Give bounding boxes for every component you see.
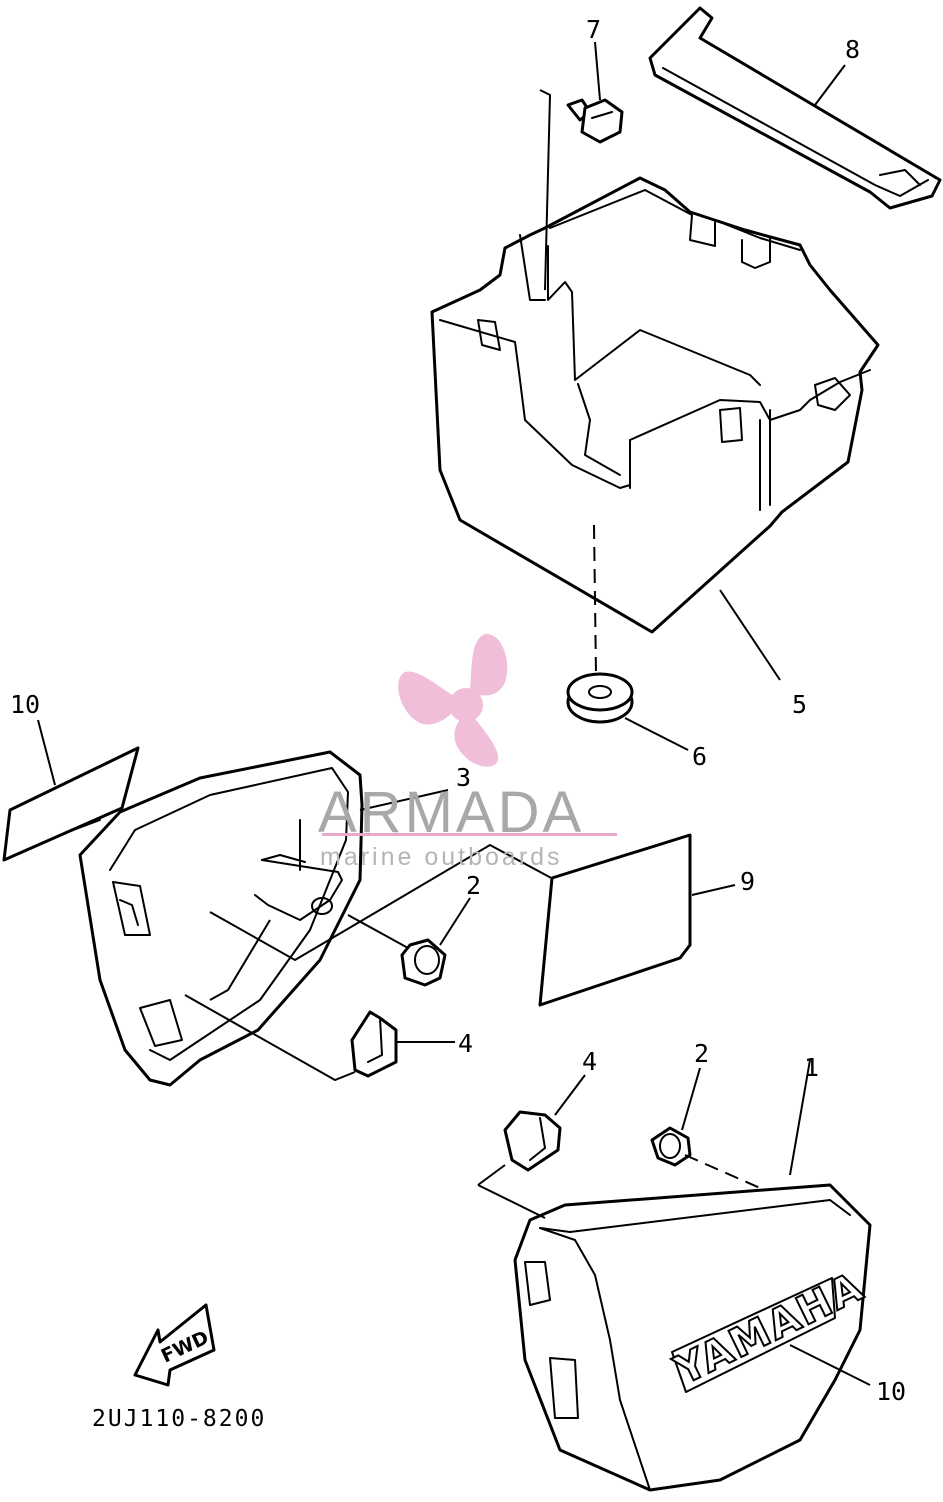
callout-10-lower: 10 bbox=[876, 1377, 906, 1406]
bolt-mount-line bbox=[539, 89, 552, 291]
grommet-lower bbox=[650, 1126, 692, 1167]
grommet-middle bbox=[400, 938, 447, 987]
callout-10-upper: 10 bbox=[10, 690, 40, 719]
callout-2-lower: 2 bbox=[694, 1039, 709, 1068]
callout-1: 1 bbox=[804, 1053, 819, 1082]
drawing-code: 2UJ110-8200 bbox=[92, 1406, 266, 1432]
decal-left bbox=[2, 746, 140, 862]
propeller-logo-icon bbox=[398, 633, 508, 767]
callout-4-middle: 4 bbox=[458, 1029, 473, 1058]
callout-2-middle: 2 bbox=[466, 871, 481, 900]
callout-5: 5 bbox=[792, 690, 807, 719]
callout-4-lower: 4 bbox=[582, 1047, 597, 1076]
callout-8: 8 bbox=[845, 35, 860, 64]
rubber-damper bbox=[566, 672, 634, 724]
fwd-arrow: FWD bbox=[133, 1303, 216, 1387]
callout-9: 9 bbox=[740, 867, 755, 896]
callout-3: 3 bbox=[456, 763, 471, 792]
side-cover-right bbox=[513, 1183, 872, 1492]
watermark: ARMADA marine outboards bbox=[318, 633, 617, 871]
cover-sheet bbox=[538, 833, 692, 1007]
clip-lower bbox=[503, 1110, 562, 1172]
callout-numbers: 1 2 2 3 4 4 5 6 7 8 9 10 10 bbox=[10, 15, 906, 1406]
clip-middle bbox=[350, 1010, 398, 1078]
callout-6: 6 bbox=[692, 742, 707, 771]
watermark-tagline: marine outboards bbox=[320, 843, 563, 871]
bolt bbox=[566, 98, 624, 144]
battery-box bbox=[430, 176, 880, 634]
callout-7: 7 bbox=[586, 15, 601, 44]
box-mount-line bbox=[593, 524, 597, 676]
battery-band bbox=[648, 6, 942, 210]
watermark-rule bbox=[322, 833, 617, 836]
leader-lines bbox=[37, 41, 871, 1386]
